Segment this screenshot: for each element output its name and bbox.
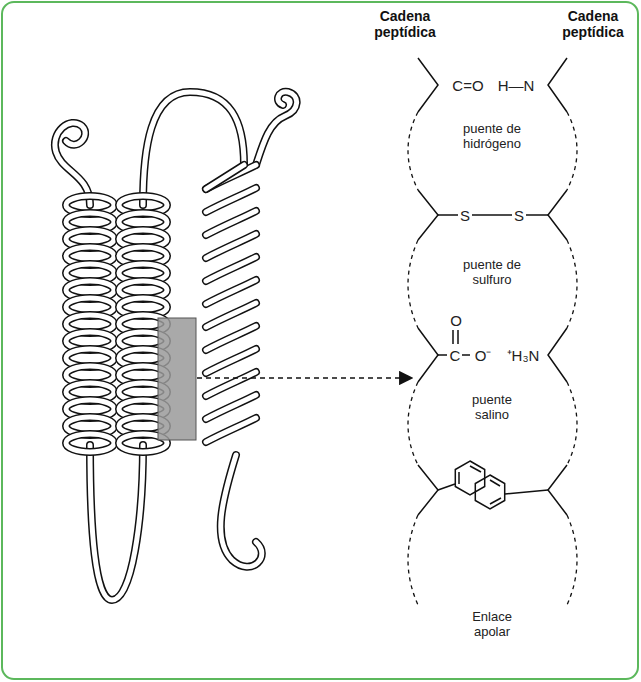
- atom-group: H—N: [491, 78, 541, 93]
- strand-twist: [206, 372, 256, 396]
- loop: [90, 445, 143, 600]
- right-chain: [548, 58, 567, 515]
- chain-header: Cadena peptídica: [359, 8, 451, 40]
- chain-bend: [418, 190, 438, 240]
- strand-twist: [206, 418, 256, 442]
- strand-twist-fill: [206, 165, 244, 189]
- ring-double-bond: [490, 480, 500, 486]
- dashed-chain: [408, 382, 418, 465]
- atom-symbol: S: [512, 208, 526, 223]
- bond-line: [505, 490, 548, 494]
- strand-twist: [206, 395, 256, 419]
- atom-symbol: O⁻: [470, 348, 496, 363]
- strand-twist: [206, 188, 256, 212]
- helix-turn-fill: [66, 434, 114, 452]
- atom-group: ⁺H₃N: [501, 348, 545, 363]
- strand-twist: [206, 211, 256, 235]
- double-bond: [457, 330, 459, 344]
- chain-bend: [548, 465, 567, 515]
- chain-bend: [418, 465, 438, 515]
- strand-twist: [206, 349, 256, 373]
- zoom-region: [158, 318, 196, 440]
- loop: [221, 455, 262, 567]
- ring-double-bond: [458, 472, 460, 484]
- loop-fill: [90, 445, 143, 600]
- atom-symbol: S: [458, 208, 472, 223]
- bond-name: puente de sulfuro: [452, 258, 532, 288]
- strand-twist: [206, 257, 256, 281]
- strand-twist-fill: [206, 165, 256, 189]
- strand-twist-fill: [206, 349, 256, 373]
- protein-drawing: [55, 92, 297, 600]
- dashed-chain: [408, 515, 418, 605]
- strand-twist-fill: [206, 234, 256, 258]
- loop-fill: [143, 92, 244, 205]
- loop-fill: [256, 92, 297, 165]
- bond-line: [526, 214, 548, 216]
- benzene-ring: [455, 461, 484, 495]
- atom-symbol: O: [448, 313, 464, 328]
- chain-continuation: [408, 112, 577, 605]
- strand-twist-fill: [206, 188, 256, 212]
- ring-double-bond: [490, 498, 501, 504]
- bond-name: puente salino: [461, 393, 523, 423]
- helix-turn: [66, 434, 114, 452]
- dashed-chain: [567, 382, 577, 465]
- chain-bend: [548, 328, 567, 382]
- bond-line: [462, 354, 470, 356]
- strand-twist: [206, 326, 256, 350]
- double-bond: [452, 330, 454, 344]
- strand-twist-fill: [206, 372, 256, 396]
- bond-line: [438, 354, 447, 356]
- bond-line: [438, 484, 455, 490]
- bond-name: Enlace apolar: [462, 610, 522, 640]
- chain-bend: [548, 190, 567, 240]
- chain-bend: [418, 328, 438, 382]
- strand-twist: [206, 234, 256, 258]
- strand-twist-fill: [206, 257, 256, 281]
- dashed-chain: [408, 112, 418, 190]
- bond-line: [438, 214, 458, 216]
- loop: [143, 92, 244, 205]
- atom-symbol: C: [448, 348, 462, 363]
- strand-twist-fill: [206, 280, 256, 304]
- chain-bend: [418, 58, 438, 112]
- bond-name: puente de hidrógeno: [447, 122, 537, 152]
- strand-twist-fill: [206, 395, 256, 419]
- chain-bend: [548, 58, 567, 112]
- dashed-chain: [567, 240, 577, 328]
- bond-line: [472, 214, 512, 216]
- strand-twist-fill: [206, 326, 256, 350]
- atom-group: C=O: [438, 78, 498, 93]
- benzene-ring: [475, 475, 504, 509]
- strand-twist: [206, 303, 256, 327]
- left-chain: [418, 58, 438, 515]
- loop: [256, 92, 297, 165]
- chain-header: Cadena peptídica: [551, 8, 635, 40]
- strand-twist-fill: [206, 303, 256, 327]
- dashed-chain: [567, 515, 577, 605]
- strand-twist-fill: [206, 418, 256, 442]
- strand-twist-fill: [206, 211, 256, 235]
- strand-twist: [206, 165, 244, 189]
- zoom-arrow: [197, 377, 412, 379]
- loop-fill: [221, 455, 262, 567]
- dashed-chain: [567, 112, 577, 190]
- bonds: [438, 215, 548, 509]
- strand-twist: [206, 280, 256, 304]
- strand-twist: [206, 165, 256, 189]
- ring-double-bond: [470, 466, 481, 472]
- dashed-chain: [408, 240, 418, 328]
